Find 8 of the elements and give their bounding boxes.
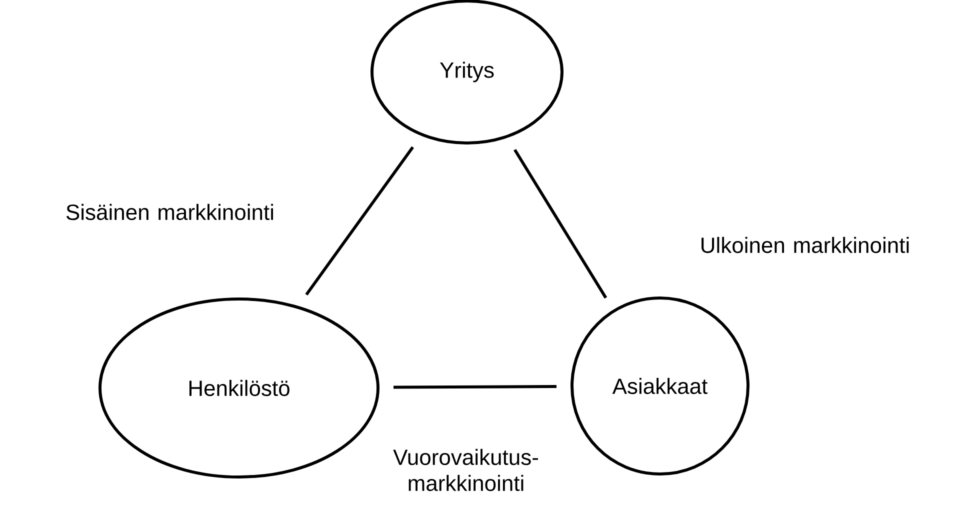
edge-label: Sisäinen markkinointi bbox=[66, 204, 274, 220]
edge-label: Ulkoinen markkinointi bbox=[702, 236, 909, 254]
connector-line bbox=[305, 146, 414, 296]
circle-node: Henkilöstö bbox=[98, 298, 380, 478]
connector-line bbox=[514, 148, 608, 299]
circle-node: Asiakkaat bbox=[570, 296, 750, 476]
connector-line bbox=[393, 385, 557, 389]
edge-label: Vuorovaikutus- markkinointi bbox=[393, 448, 538, 492]
